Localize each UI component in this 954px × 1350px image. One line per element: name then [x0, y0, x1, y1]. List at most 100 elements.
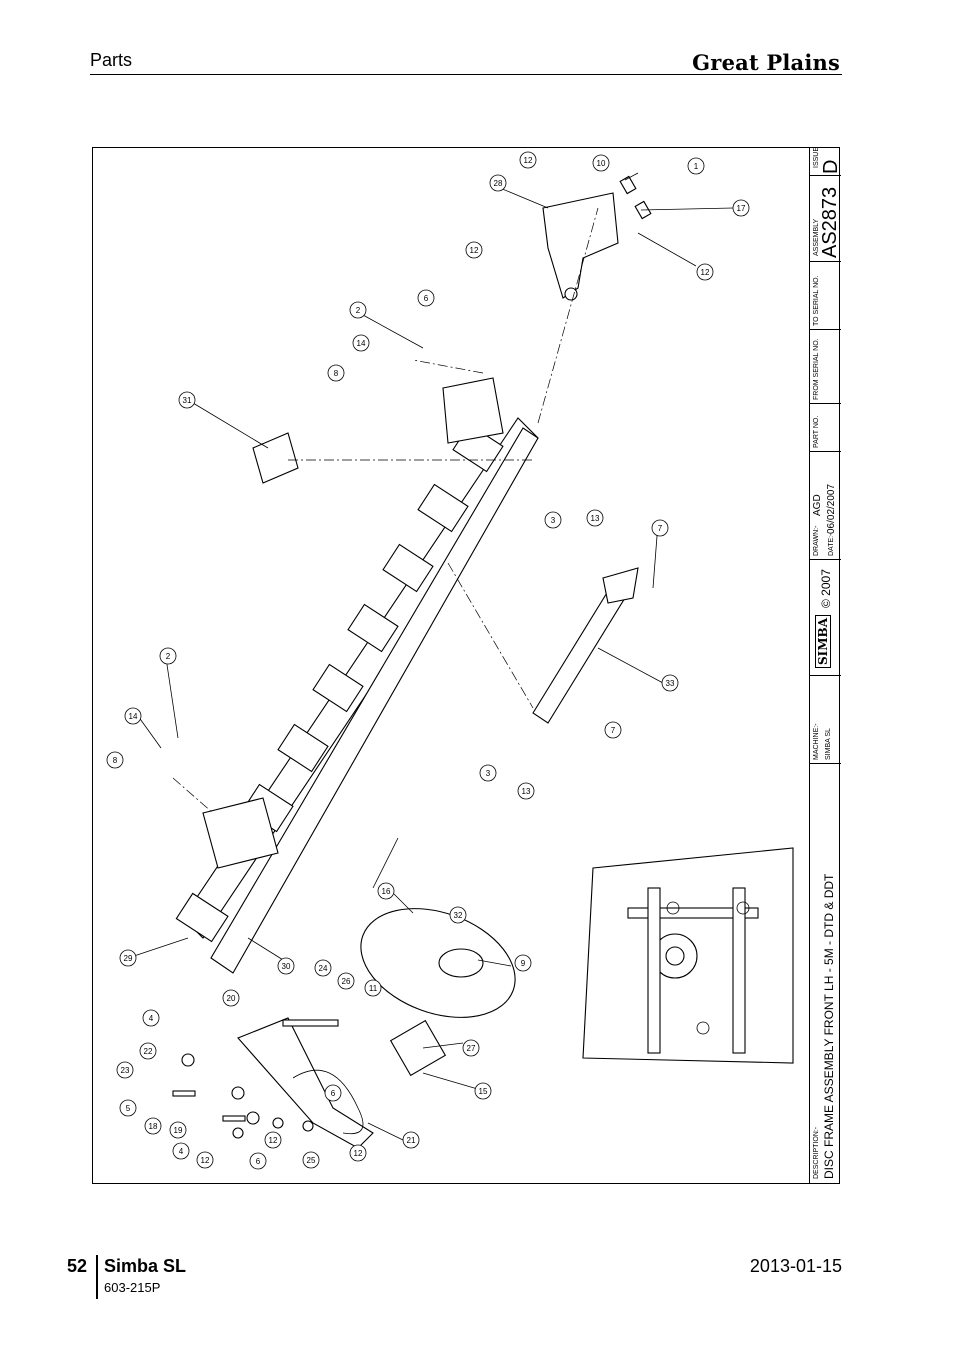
callout-label: 9: [521, 959, 526, 968]
section-label: Parts: [90, 50, 133, 70]
callout-14b: 14: [124, 707, 142, 725]
callout-13b: 13: [517, 782, 535, 800]
callout-label: 19: [174, 1126, 183, 1135]
callout-12e: 12: [196, 1151, 214, 1169]
callout-12f: 12: [349, 1144, 367, 1162]
callout-label: 27: [467, 1044, 476, 1053]
callout-label: 17: [737, 204, 746, 213]
page-header: Parts Great Plains: [90, 48, 842, 78]
mounting-bracket: [542, 192, 619, 299]
callout-label: 2: [166, 652, 171, 661]
callout-label: 16: [382, 887, 391, 896]
callout-label: 8: [334, 369, 339, 378]
callout-label: 18: [149, 1122, 158, 1131]
footer-model-name: Simba SL: [104, 1256, 187, 1276]
callout-10: 10: [592, 154, 610, 172]
callout-label: 12: [201, 1156, 210, 1165]
callout-25: 25: [302, 1151, 320, 1169]
callout-label: 8: [113, 756, 118, 765]
callout-30: 30: [277, 957, 295, 975]
callout-label: 25: [307, 1156, 316, 1165]
callout-13a: 13: [586, 509, 604, 527]
leader-lines: [127, 172, 734, 1141]
page-number: 52: [67, 1256, 88, 1276]
callout-12a: 12: [519, 151, 537, 169]
callout-15: 15: [474, 1082, 492, 1100]
callout-label: 2: [356, 306, 361, 315]
footer-divider: [96, 1255, 98, 1299]
callout-5: 5: [119, 1099, 137, 1117]
end-plate-upper: [442, 377, 504, 444]
callout-29: 29: [119, 949, 137, 967]
callout-12b: 12: [696, 263, 714, 281]
callout-label: 14: [357, 339, 366, 348]
to-serial-label: TO SERIAL NO.: [813, 275, 820, 326]
callout-23: 23: [116, 1061, 134, 1079]
arm-33: [532, 582, 629, 724]
plate-31: [252, 432, 299, 484]
footer-date: 2013-01-15: [749, 1256, 842, 1276]
machine-label: MACHINE:-: [813, 723, 820, 760]
exploded-parts-diagram: 1 10 12 28 17 12 12 6 2 14 8 31 3 13 7 3…: [106, 151, 794, 1170]
callout-20: 20: [222, 989, 240, 1007]
spring-arm: [237, 1017, 374, 1149]
date-value: 06/02/2007: [826, 483, 837, 534]
callout-2b: 2: [159, 647, 177, 665]
issue-cell: ISSUE D: [810, 146, 842, 176]
callout-17: 17: [732, 199, 750, 217]
callout-label: 31: [183, 396, 192, 405]
callout-11: 11: [364, 979, 382, 997]
from-serial-cell: FROM SERIAL NO.: [810, 330, 841, 404]
machine-value: SIMBA SL: [825, 728, 832, 760]
callout-label: 12: [470, 246, 479, 255]
hub-bracket: [389, 1019, 447, 1077]
callout-label: 7: [658, 524, 663, 533]
callout-19: 19: [169, 1121, 187, 1139]
callout-label: 29: [124, 954, 133, 963]
callout-7a: 7: [651, 519, 669, 537]
inset-detail-view: [582, 847, 794, 1064]
assembly-value: AS2873: [819, 186, 841, 258]
footer-doc-number: 603-215P: [104, 1280, 161, 1295]
description-cell: DESCRIPTION:- DISC FRAME ASSEMBLY FRONT …: [810, 764, 841, 1183]
callout-label: 13: [522, 787, 531, 796]
callout-18: 18: [144, 1117, 162, 1135]
callout-label: 12: [524, 156, 533, 165]
callout-24: 24: [314, 959, 332, 977]
callout-32: 32: [449, 906, 467, 924]
drawn-value: AGD: [812, 494, 823, 516]
issue-label: ISSUE: [813, 146, 820, 168]
date-label: DATE:-: [828, 533, 835, 556]
callout-26: 26: [337, 972, 355, 990]
callout-label: 11: [369, 984, 378, 993]
title-block: ISSUE D ASSEMBLY AS2873 TO SERIAL NO. FR…: [809, 146, 842, 1183]
callout-label: 6: [256, 1157, 261, 1166]
callout-label: 6: [424, 294, 429, 303]
callout-label: 23: [121, 1066, 130, 1075]
callout-2a: 2: [349, 301, 367, 319]
callout-label: 5: [126, 1104, 131, 1113]
callout-label: 24: [319, 964, 328, 973]
callout-label: 22: [144, 1047, 153, 1056]
callout-12d: 12: [264, 1131, 282, 1149]
callout-label: 32: [454, 911, 463, 920]
logo-cell: © 2007 SIMBA: [810, 560, 841, 676]
callout-label: 12: [354, 1149, 363, 1158]
part-no-label: PART NO.: [813, 415, 820, 448]
callout-label: 4: [149, 1014, 154, 1023]
callout-16: 16: [377, 882, 395, 900]
callout-label: 12: [701, 268, 710, 277]
callout-label: 7: [611, 726, 616, 735]
callout-27: 27: [462, 1039, 480, 1057]
callout-8b: 8: [106, 751, 124, 769]
callout-label: 13: [591, 514, 600, 523]
callout-3b: 3: [479, 764, 497, 782]
callout-label: 6: [331, 1089, 336, 1098]
machine-cell: MACHINE:- SIMBA SL: [810, 676, 841, 764]
callout-label: 4: [179, 1147, 184, 1156]
disc-mount-bar: [210, 427, 539, 974]
parts-drawing-frame: 1 10 12 28 17 12 12 6 2 14 8 31 3 13 7 3…: [92, 146, 842, 1184]
description-label: DESCRIPTION:-: [813, 1126, 820, 1179]
callout-label: 28: [494, 179, 503, 188]
description-value: DISC FRAME ASSEMBLY FRONT LH - 5M - DTD …: [822, 873, 836, 1179]
